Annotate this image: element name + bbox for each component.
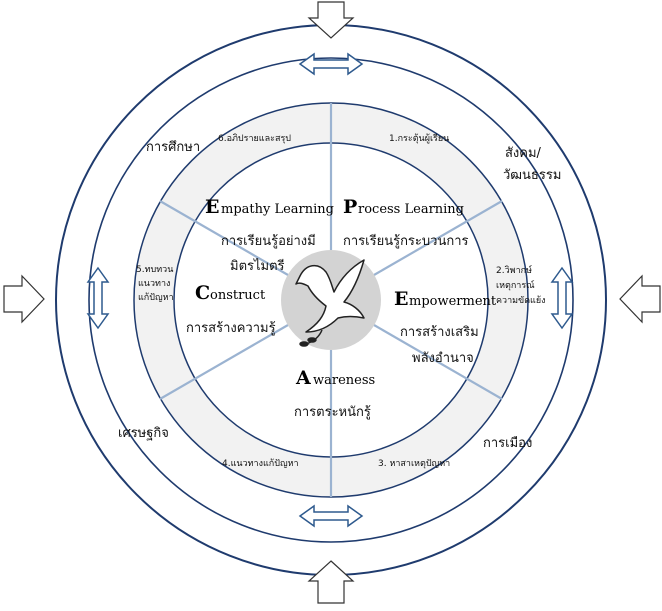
process-cap-letter: P (343, 196, 357, 218)
label-step3: 3. หาสาเหตุปัญหา (378, 459, 450, 469)
label-society-culture-1: สังคม/ (505, 146, 542, 161)
arrow-up-bottom (307, 560, 355, 604)
label-politics: การเมือง (483, 435, 532, 451)
label-step1: 1.กระตุ้นผู้เรียน (389, 133, 449, 144)
construct-thai: การสร้างความรู้ (186, 321, 276, 336)
empathy-title: mpathy Learning (221, 202, 334, 217)
segment-process: P rocess Learning การเรียนรู้กระบวนการ (343, 196, 469, 249)
double-arrow-top (298, 52, 364, 76)
arrow-down-top (307, 1, 355, 39)
label-step2-3: ความขัดแย้ง (496, 295, 546, 306)
label-step2-1: 2.วิพากษ์ (496, 264, 532, 276)
process-thai: การเรียนรู้กระบวนการ (343, 233, 469, 249)
spoke-upper-right (373, 200, 503, 276)
spoke-upper-left (159, 200, 289, 276)
empathy-cap-letter: E (205, 196, 219, 218)
spoke-lower-right (373, 324, 503, 400)
process-title: rocess Learning (358, 202, 464, 217)
label-step2-2: เหตุการณ์ (496, 279, 535, 291)
arrow-left-right (619, 274, 661, 324)
label-step5-3: แก้ปัญหา (138, 292, 174, 303)
label-economy: เศรษฐกิจ (118, 426, 169, 441)
label-step5-2: แนวทาง (138, 279, 170, 289)
spokes (159, 103, 503, 497)
awareness-thai: การตระหนักรู้ (294, 405, 371, 420)
outer-ring-inner-edge (88, 57, 574, 543)
construct-cap-letter: C (195, 282, 210, 304)
construct-title: onstruct (210, 288, 266, 303)
awareness-title: wareness (313, 373, 375, 388)
segment-construct: C onstruct การสร้างความรู้ (186, 282, 276, 336)
label-step4: 4.แนวทางแก้ปัญหา (222, 458, 299, 469)
label-society-culture-2: วัฒนธรรม (503, 168, 561, 183)
label-step5-1: 5.ทบทวน (136, 265, 173, 275)
empowerment-thai-1: การสร้างเสริม (400, 325, 479, 340)
label-step6: 6.อภิปรายและสรุป (218, 133, 291, 144)
empathy-thai-1: การเรียนรู้อย่างมี (221, 233, 316, 249)
label-education: การศึกษา (146, 140, 200, 155)
spoke-lower-left (159, 324, 289, 400)
empowerment-title: mpowerment (409, 294, 497, 309)
empowerment-thai-2: พลังอำนาจ (412, 351, 474, 366)
segment-empathy: E mpathy Learning การเรียนรู้อย่างมี มิต… (205, 196, 334, 274)
awareness-cap-letter: A (295, 367, 311, 389)
empathy-thai-2: มิตรไมตรี (230, 258, 285, 274)
segment-empowerment: E mpowerment การสร้างเสริม พลังอำนาจ (394, 288, 497, 366)
double-arrow-left (86, 266, 110, 330)
double-arrow-right (550, 266, 574, 330)
dove-icon (295, 259, 365, 347)
arrow-right-left (3, 274, 45, 324)
ring-arrows (86, 52, 574, 528)
empowerment-cap-letter: E (394, 288, 408, 310)
outer-arrows (3, 1, 661, 604)
segment-awareness: A wareness การตระหนักรู้ (294, 367, 375, 420)
double-arrow-bottom (298, 504, 364, 528)
